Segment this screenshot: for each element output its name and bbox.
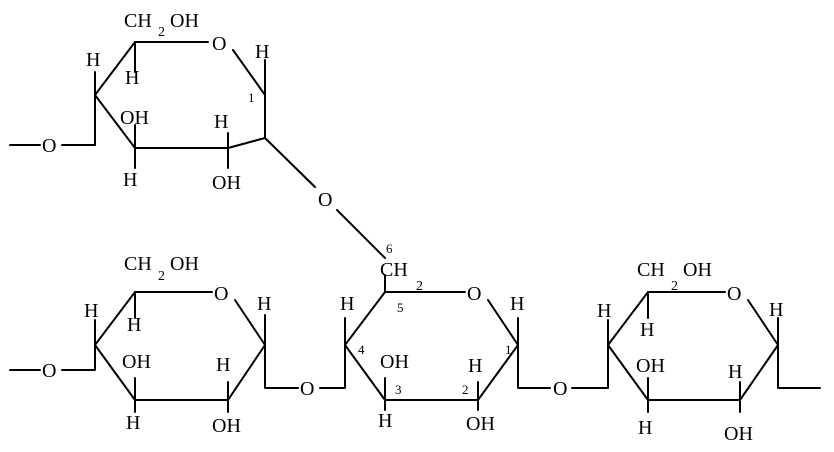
ring1-c3-oh: OH: [122, 351, 151, 373]
ring2-c5-number: 5: [397, 300, 404, 315]
ring3-ch-subscript: 2: [671, 279, 678, 294]
ring3-oxygen: O: [727, 283, 741, 305]
branch-link-oxygen: O: [318, 189, 332, 211]
upper-ring-c2-h: H: [214, 111, 228, 133]
link-1-4-a: [264, 344, 346, 389]
upper-ring-c1-h: H: [255, 41, 269, 63]
bottom-left-link: [9, 344, 96, 371]
ring3-c1-h: H: [769, 299, 783, 321]
ring2-c6-number: 6: [386, 241, 393, 256]
ring1-c4-h-up: H: [84, 300, 98, 322]
ring3-c3-h: H: [638, 417, 652, 439]
upper-ring-c4-h-up: H: [86, 49, 100, 71]
ring1-c2-h: H: [216, 354, 230, 376]
bottom-left-link-oxygen: O: [42, 360, 56, 382]
ring2-c4-h: H: [340, 293, 354, 315]
ring2-c3-number: 3: [395, 382, 402, 397]
bottom-ring-2-substituents: [344, 274, 519, 411]
upper-ring-substituents: [94, 41, 266, 169]
ring1-ch-subscript: 2: [158, 269, 165, 284]
ring2-c4-number: 4: [358, 342, 365, 357]
ring3-c4-h-up: H: [597, 300, 611, 322]
upper-ring-c3-h: H: [123, 169, 137, 191]
ring1-oxygen: O: [214, 283, 228, 305]
ring2-ch-label: CH: [380, 259, 408, 281]
upper-ring-ch-subscript: 2: [158, 25, 165, 40]
ring3-c5-h: H: [640, 319, 654, 341]
ring1-c5-h: H: [127, 314, 141, 336]
ring1-ch-oh-label: OH: [170, 253, 199, 275]
right-chain-link: [777, 344, 821, 389]
bottom-ring-3-bonds: [607, 291, 779, 401]
upper-ring-c5-h: H: [125, 67, 139, 89]
ring1-c3-h: H: [126, 412, 140, 434]
bottom-ring-3-substituents: [607, 291, 779, 413]
ring3-c2-h: H: [728, 361, 742, 383]
link-oxygen-b: O: [553, 378, 567, 400]
upper-ring-c2-oh: OH: [212, 172, 241, 194]
ring2-ch-subscript: 2: [416, 279, 423, 294]
ring3-ch-oh-label: OH: [683, 259, 712, 281]
ring2-c2-h: H: [468, 355, 482, 377]
ring1-ch-label: CH: [124, 253, 152, 275]
ring2-c2-oh: OH: [466, 413, 495, 435]
upper-ring-bonds: [94, 41, 266, 149]
ring1-c2-oh: OH: [212, 415, 241, 437]
ring2-c3-h: H: [378, 410, 392, 432]
ring3-ch-label: CH: [637, 259, 665, 281]
upper-ring-ch-oh-label: OH: [170, 10, 199, 32]
atom-labels: CH 2 OH O H 1 H H OH H H OH O O CH 2 OH …: [42, 10, 783, 445]
ring2-c1-number: 1: [505, 342, 512, 357]
bottom-ring-1-substituents: [94, 291, 266, 413]
ring1-c1-h: H: [257, 293, 271, 315]
bottom-ring-2-bonds: [344, 291, 519, 401]
ring2-c2-number: 2: [462, 382, 469, 397]
ring2-oxygen: O: [467, 283, 481, 305]
link-1-4-b: [517, 344, 609, 389]
upper-left-link-oxygen: O: [42, 135, 56, 157]
upper-ring-c3-oh: OH: [120, 107, 149, 129]
bottom-ring-1-bonds: [94, 291, 266, 401]
upper-left-link: [9, 94, 96, 146]
ring3-c2-oh: OH: [724, 423, 753, 445]
upper-ring-ch-label: CH: [124, 10, 152, 32]
upper-ring-oxygen: O: [212, 33, 226, 55]
bond-lines: [9, 41, 821, 413]
link-oxygen-a: O: [300, 378, 314, 400]
ring2-c3-oh: OH: [380, 351, 409, 373]
alpha-1-6-link: [264, 137, 386, 259]
upper-ring-c1-number: 1: [248, 90, 255, 105]
ring2-c1-h: H: [510, 293, 524, 315]
ring3-c3-oh: OH: [636, 355, 665, 377]
